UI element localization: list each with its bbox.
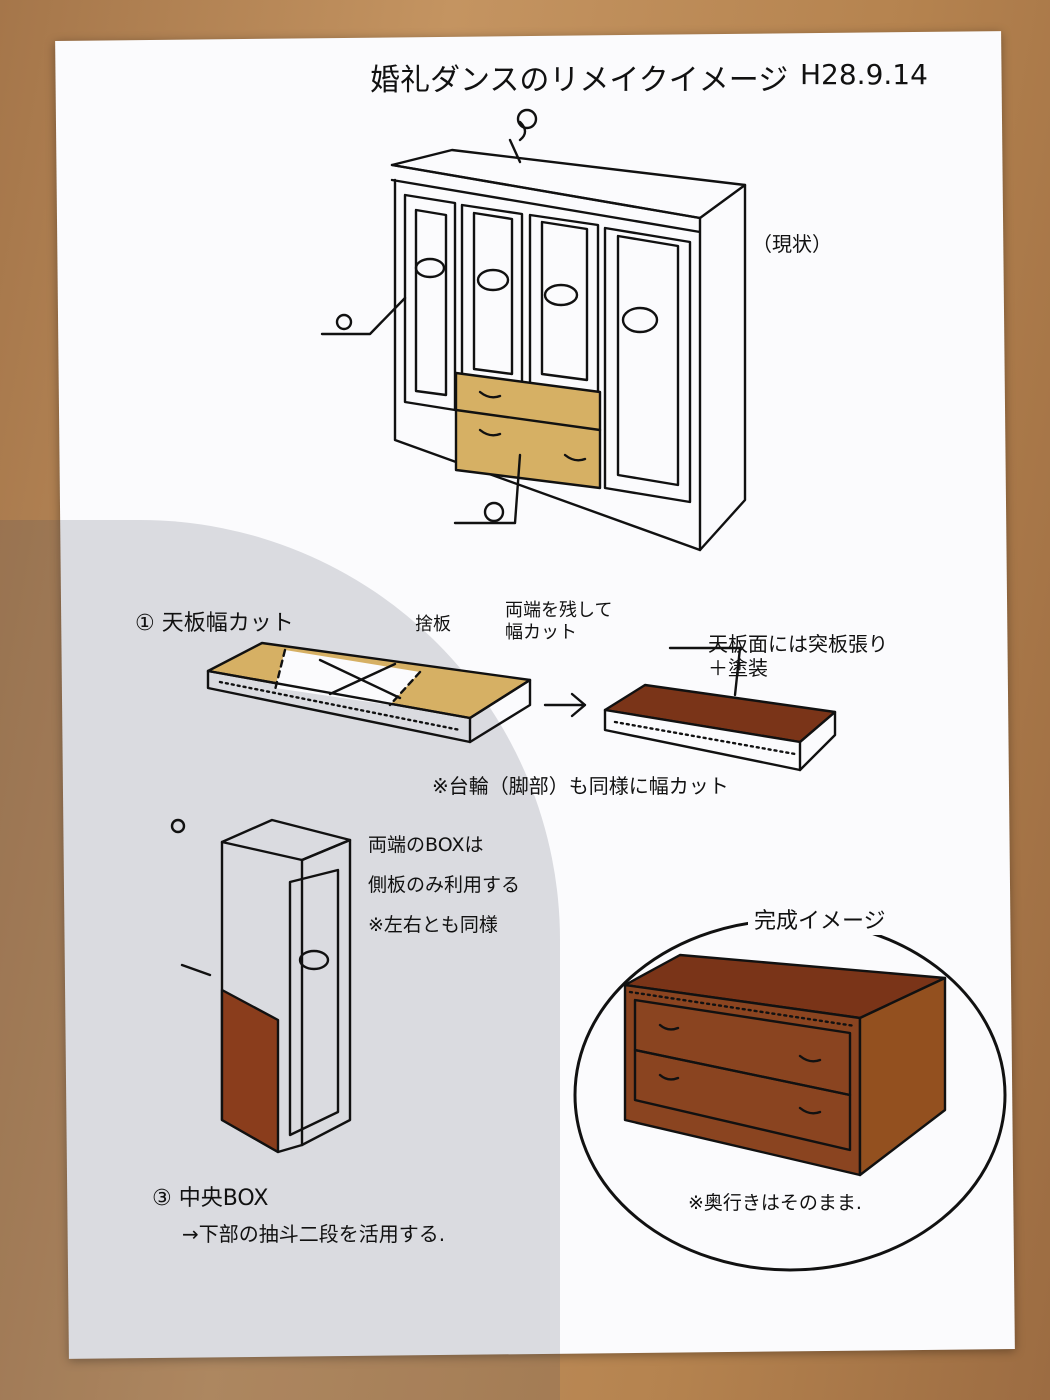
final-heading: 完成イメージ	[748, 903, 892, 935]
final-note: ※奥行きはそのまま.	[688, 1188, 862, 1215]
wardrobe-current-sketch	[322, 110, 745, 550]
door-2-handle	[478, 270, 508, 290]
sketch-date: H28.9.14	[800, 58, 928, 91]
side-box-sketch	[172, 820, 350, 1152]
door-4-handle	[623, 308, 657, 332]
section1-heading: ① 天板幅カット	[135, 605, 294, 637]
final-front	[625, 985, 860, 1175]
wardrobe-top-surface	[392, 150, 745, 218]
marker-1-circle	[518, 110, 536, 128]
final-image-sketch	[575, 920, 1005, 1270]
marker-2-leader	[322, 298, 405, 334]
wardrobe-door-1	[405, 195, 455, 410]
section2-note-line1: 両端のBOXは	[368, 830, 483, 857]
side-box-top	[222, 820, 350, 860]
section1-waste-note: 捨板	[415, 610, 451, 636]
current-state-label: （現状）	[752, 228, 832, 257]
arrow-right	[545, 694, 585, 716]
side-box-door	[290, 870, 338, 1135]
section3-heading: ③ 中央BOX	[152, 1180, 268, 1212]
section2-note-line3: ※左右とも同様	[368, 910, 498, 937]
section1-cut-note: 両端を残して 幅カット	[505, 600, 612, 643]
door-1-handle	[416, 259, 444, 277]
side-panel-colored	[222, 990, 278, 1152]
section2-note-line2: 側板のみ利用する	[368, 870, 520, 897]
sketch-title: 婚礼ダンスのリメイクイメージ	[370, 55, 788, 99]
section1-base-note: ※台輪（脚部）も同様に幅カット	[432, 770, 729, 799]
wardrobe-drawers	[456, 373, 600, 488]
section1-result-note: 天板面には突板張り ＋塗装	[708, 632, 888, 680]
door-3-handle	[545, 285, 577, 305]
section3-note: →下部の抽斗二段を活用する.	[182, 1218, 445, 1247]
